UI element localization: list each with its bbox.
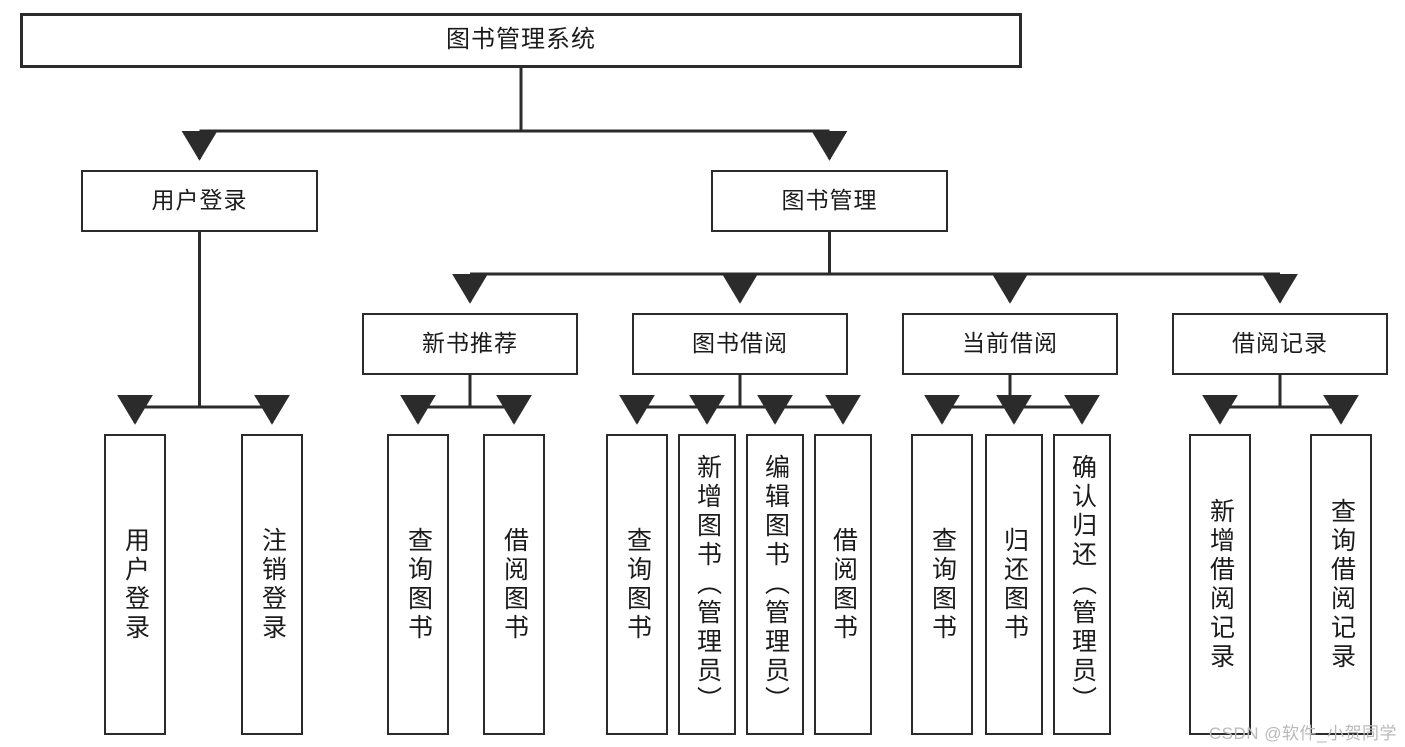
node-book-manage[interactable]: 图书管理 bbox=[711, 170, 948, 232]
node-leaf-borrow-book-1-label: 借阅图书 bbox=[500, 526, 529, 643]
node-leaf-edit-book-label: 编辑图书（管理员） bbox=[761, 454, 790, 715]
node-leaf-add-record[interactable]: 新增借阅记录 bbox=[1189, 434, 1251, 735]
node-leaf-query-record-label: 查询借阅记录 bbox=[1327, 497, 1356, 672]
node-borrow-record-label: 借阅记录 bbox=[1232, 330, 1328, 357]
node-leaf-query-book-2[interactable]: 查询图书 bbox=[606, 434, 668, 735]
watermark: CSDN @软件_小贺同学 bbox=[1208, 724, 1397, 743]
node-book-borrow-label: 图书借阅 bbox=[692, 330, 788, 357]
node-leaf-add-record-label: 新增借阅记录 bbox=[1206, 497, 1235, 672]
node-user-login[interactable]: 用户登录 bbox=[81, 170, 318, 232]
node-leaf-confirm-return-label: 确认归还（管理员） bbox=[1068, 454, 1097, 715]
node-leaf-query-book-1[interactable]: 查询图书 bbox=[387, 434, 449, 735]
node-leaf-user-login[interactable]: 用户登录 bbox=[104, 434, 166, 735]
node-new-book-recommend-label: 新书推荐 bbox=[422, 330, 518, 357]
node-leaf-logout-login-label: 注销登录 bbox=[258, 526, 287, 643]
node-leaf-borrow-book-1[interactable]: 借阅图书 bbox=[483, 434, 545, 735]
node-leaf-borrow-book-2[interactable]: 借阅图书 bbox=[814, 434, 872, 735]
node-root-label: 图书管理系统 bbox=[446, 26, 596, 54]
node-borrow-record[interactable]: 借阅记录 bbox=[1172, 313, 1388, 375]
node-leaf-return-book[interactable]: 归还图书 bbox=[985, 434, 1043, 735]
node-leaf-confirm-return[interactable]: 确认归还（管理员） bbox=[1053, 434, 1111, 735]
node-new-book-recommend[interactable]: 新书推荐 bbox=[362, 313, 578, 375]
node-leaf-query-record[interactable]: 查询借阅记录 bbox=[1310, 434, 1372, 735]
node-leaf-query-book-3[interactable]: 查询图书 bbox=[911, 434, 973, 735]
node-book-borrow[interactable]: 图书借阅 bbox=[632, 313, 848, 375]
node-leaf-user-login-label: 用户登录 bbox=[121, 526, 150, 643]
node-leaf-borrow-book-2-label: 借阅图书 bbox=[829, 526, 858, 643]
node-leaf-query-book-3-label: 查询图书 bbox=[928, 526, 957, 643]
node-book-manage-label: 图书管理 bbox=[781, 187, 878, 214]
node-current-borrow[interactable]: 当前借阅 bbox=[902, 313, 1118, 375]
node-user-login-label: 用户登录 bbox=[151, 187, 248, 214]
node-leaf-query-book-2-label: 查询图书 bbox=[623, 526, 652, 643]
node-leaf-query-book-1-label: 查询图书 bbox=[404, 526, 433, 643]
node-leaf-return-book-label: 归还图书 bbox=[1000, 526, 1029, 643]
node-leaf-add-book[interactable]: 新增图书（管理员） bbox=[678, 434, 736, 735]
node-current-borrow-label: 当前借阅 bbox=[962, 330, 1058, 357]
node-root[interactable]: 图书管理系统 bbox=[20, 13, 1022, 68]
node-leaf-edit-book[interactable]: 编辑图书（管理员） bbox=[746, 434, 804, 735]
node-leaf-logout-login[interactable]: 注销登录 bbox=[241, 434, 303, 735]
node-leaf-add-book-label: 新增图书（管理员） bbox=[693, 454, 722, 715]
